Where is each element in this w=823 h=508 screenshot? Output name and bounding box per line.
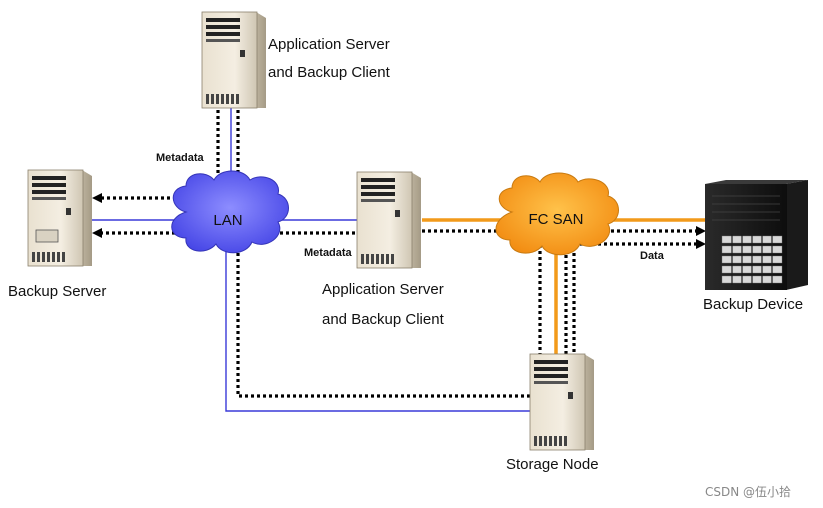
arrow-metadata-mid: [92, 228, 102, 238]
backup-server-label: Backup Server: [8, 283, 107, 300]
app-server-top-label-line2: and Backup Client: [268, 64, 390, 81]
fc-san-cloud: FC SAN: [495, 172, 619, 256]
fc-san-label: FC SAN: [528, 211, 583, 228]
lan-label: LAN: [213, 212, 242, 229]
backup-device-label: Backup Device: [703, 296, 804, 313]
backup-server-icon: [27, 169, 93, 267]
arrowheads: [92, 193, 706, 249]
app-server-mid-icon: [356, 171, 422, 269]
app-server-mid-label: Application Server and Backup Client: [322, 275, 444, 335]
arrow-data-2: [696, 239, 706, 249]
data-flow-label: Data: [640, 250, 664, 262]
app-server-top-label: Application Server and Backup Client: [268, 31, 390, 87]
arrow-metadata-top: [92, 193, 102, 203]
storage-node-label: Storage Node: [506, 456, 599, 473]
san-links: [422, 218, 705, 358]
backup-device-icon: [705, 180, 808, 290]
lan-cloud: LAN: [171, 170, 289, 254]
flow-storage-to-device-2: [572, 242, 700, 370]
app-server-top-label-line1: Application Server: [268, 36, 390, 53]
lan-link-storage-node: [225, 250, 535, 412]
storage-node-icon: [529, 353, 595, 451]
watermark: CSDN @伍小拾: [705, 485, 792, 499]
arrow-data-1: [696, 226, 706, 236]
app-server-top-icon: [201, 11, 267, 109]
app-server-mid-label-line2: and Backup Client: [322, 311, 444, 328]
metadata-mid-label: Metadata: [304, 247, 352, 259]
app-server-mid-label-line1: Application Server: [322, 281, 444, 298]
metadata-top-label: Metadata: [156, 152, 204, 164]
